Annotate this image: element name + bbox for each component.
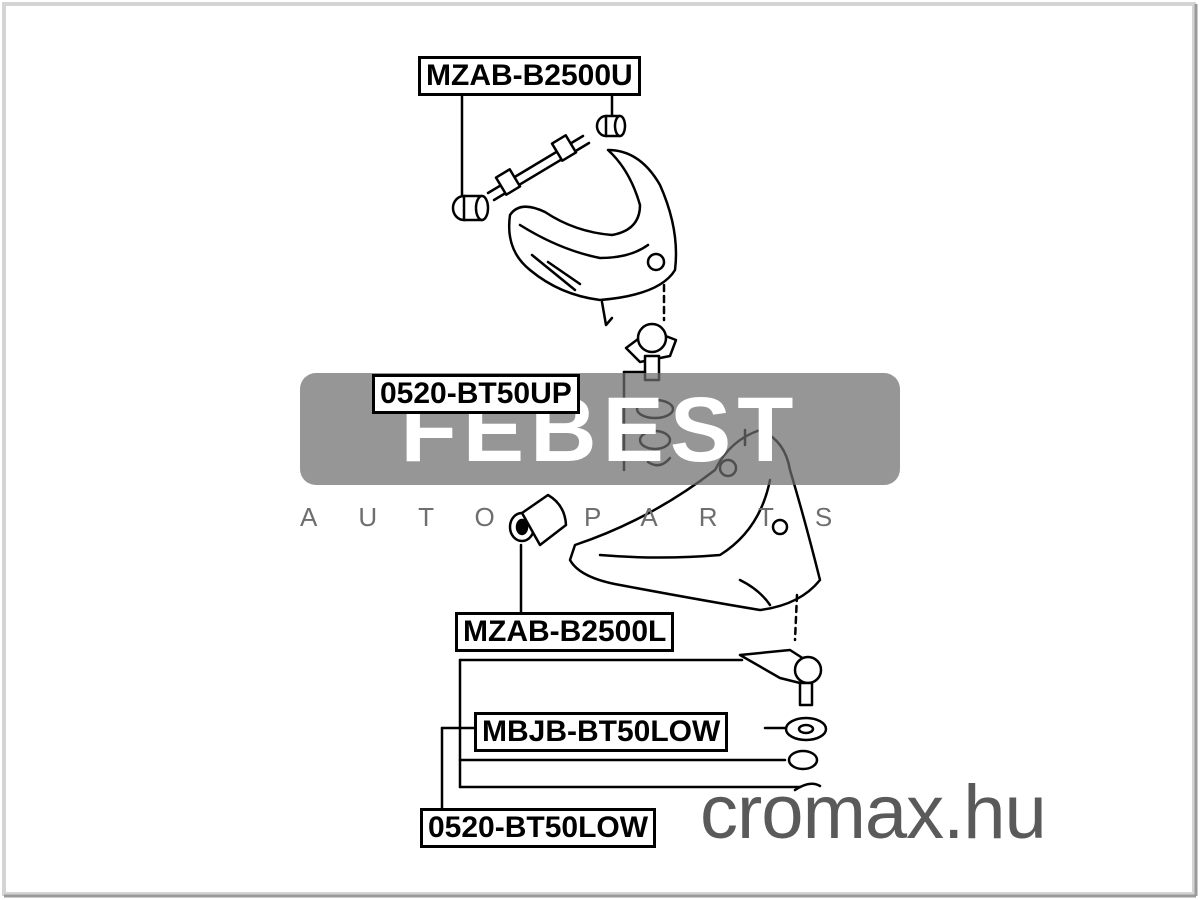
label-lower-arm: MZAB-B2500L: [455, 612, 675, 652]
upper-bushing-front: [451, 194, 490, 222]
upper-bushing-rear: [595, 114, 627, 138]
label-upper-ball-joint: 0520-BT50UP: [372, 374, 580, 414]
upper-control-arm: [508, 148, 678, 327]
site-watermark: cromax.hu: [700, 770, 1047, 855]
label-upper-arm: MZAB-B2500U: [418, 56, 641, 96]
watermark-tagline: AUTO PARTS: [300, 502, 874, 532]
label-lower-ball-joint-boot: MBJB-BT50LOW: [474, 712, 729, 752]
label-lower-ball-joint: 0520-BT50LOW: [420, 808, 657, 848]
lower-ball-joint: [738, 648, 823, 707]
upper-arm-shaft: [486, 134, 591, 202]
leader-upper-arm: [460, 90, 614, 197]
lower-bushing: [508, 493, 568, 547]
